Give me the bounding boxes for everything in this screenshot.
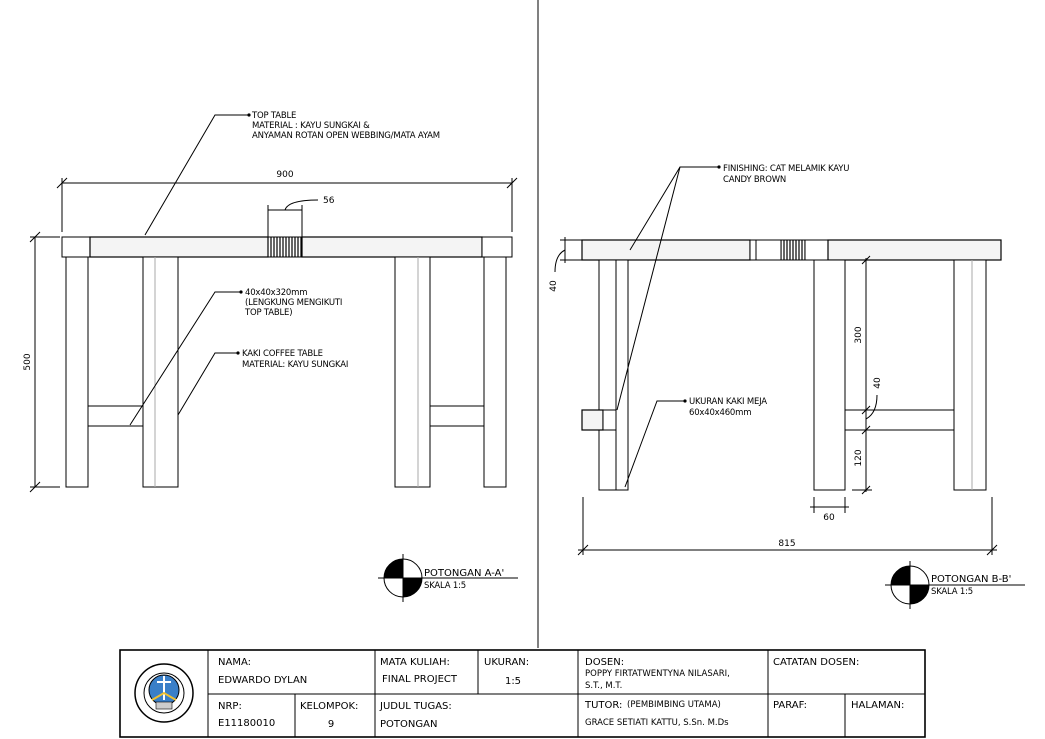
- table-leg: [483, 256, 507, 488]
- drawing-label: 40: [873, 377, 883, 389]
- table-leg: [394, 256, 431, 488]
- drawing-label: CANDY BROWN: [723, 175, 786, 185]
- table-leg: [65, 256, 89, 488]
- drawing-label: 120: [854, 449, 864, 466]
- dimension-60: 60: [810, 497, 849, 523]
- section-marker-a: POTONGAN A-A' SKALA 1:5: [378, 554, 518, 602]
- drawing-label: FINAL PROJECT: [382, 674, 458, 685]
- rattan-webbing: [267, 236, 303, 258]
- drawing-label: POPPY FIRTATWENTYNA NILASARI,: [585, 669, 730, 679]
- drawing-label: (LENGKUNG MENGIKUTI: [245, 298, 342, 308]
- note-finishing: FINISHING: CAT MELAMIK KAYU CANDY BROWN: [616, 164, 849, 411]
- note-leg: KAKI COFFEE TABLE MATERIAL: KAYU SUNGKAI: [177, 349, 348, 416]
- drawing-label: 40x40x320mm: [245, 288, 307, 298]
- drawing-label: DOSEN:: [585, 657, 624, 668]
- drawing-label: POTONGAN B-B': [931, 574, 1011, 585]
- drawing-label: 815: [778, 539, 795, 549]
- drawing-label: TOP TABLE): [244, 308, 292, 318]
- drawing-label: 60: [823, 513, 835, 523]
- drawing-label: EDWARDO DYLAN: [218, 675, 307, 686]
- dimension-top-40: 40: [549, 237, 582, 292]
- drawing-label: MATA KULIAH:: [380, 657, 450, 668]
- drawing-label: 60x40x460mm: [689, 408, 751, 418]
- drawing-label: MATERIAL: KAYU SUNGKAI: [242, 360, 348, 370]
- drawing-label: KELOMPOK:: [300, 701, 358, 712]
- drawing-label: TOP TABLE: [251, 111, 296, 121]
- drawing-label: ANYAMAN ROTAN OPEN WEBBING/MATA AYAM: [252, 131, 440, 141]
- table-leg: [142, 256, 179, 488]
- dimension-900: 900: [56, 170, 518, 232]
- section-b-drawing: 40 300 40 120 60 815: [549, 164, 1025, 609]
- top-table-panel: [301, 236, 483, 258]
- note-leg-size: UKURAN KAKI MEJA 60x40x460mm: [624, 397, 768, 488]
- university-logo: [134, 663, 194, 723]
- note-top-table: TOP TABLE MATERIAL : KAYU SUNGKAI & ANYA…: [144, 111, 440, 236]
- drawing-label: POTONGAN: [380, 719, 437, 730]
- dimension-56: 56: [267, 196, 335, 237]
- leg-rail: [429, 405, 485, 427]
- drawing-label: S.T., M.T.: [585, 681, 622, 691]
- dimension-815: 815: [577, 497, 998, 556]
- section-marker-b: POTONGAN B-B' SKALA 1:5: [885, 561, 1025, 609]
- drawing-label: 900: [276, 170, 293, 180]
- drawing-label: POTONGAN A-A': [424, 568, 504, 579]
- top-gap: [804, 239, 829, 261]
- drawing-label: E11180010: [218, 718, 275, 729]
- rattan-webbing: [780, 239, 806, 261]
- drawing-label: GRACE SETIATI KATTU, S.Sn. M.Ds: [585, 718, 729, 728]
- top-gap: [749, 239, 782, 261]
- rail-end: [581, 409, 604, 431]
- drawing-label: SKALA 1:5: [931, 587, 973, 597]
- drawing-label: FINISHING: CAT MELAMIK KAYU: [723, 164, 849, 174]
- drawing-label: UKURAN KAKI MEJA: [689, 397, 767, 407]
- table-leg: [953, 259, 987, 491]
- top-table-panel: [581, 239, 751, 261]
- title-block: NAMA: EDWARDO DYLAN MATA KULIAH: FINAL P…: [119, 649, 926, 738]
- drawing-label: 40: [549, 280, 559, 292]
- drawing-label: (PEMBIMBING UTAMA): [627, 700, 721, 710]
- drawing-label: NRP:: [218, 701, 242, 712]
- drawing-label: SKALA 1:5: [424, 581, 466, 591]
- top-end-cap: [481, 236, 513, 258]
- table-leg: [813, 259, 846, 491]
- drawing-label: MATERIAL : KAYU SUNGKAI &: [252, 121, 370, 131]
- note-rail: 40x40x320mm (LENGKUNG MENGIKUTI TOP TABL…: [129, 288, 342, 426]
- drawing-label: 56: [323, 196, 335, 206]
- top-table-panel: [89, 236, 269, 258]
- top-end-cap: [61, 236, 91, 258]
- table-leg: [598, 259, 629, 491]
- dimension-500: 500: [23, 231, 60, 493]
- drawing-label: TUTOR:: [584, 700, 622, 711]
- drawing-label: JUDUL TUGAS:: [379, 701, 452, 712]
- leg-rail: [87, 405, 144, 427]
- drawing-label: CATATAN DOSEN:: [773, 657, 859, 668]
- drawing-label: 300: [854, 326, 864, 343]
- drawing-label: HALAMAN:: [851, 700, 904, 711]
- dimension-300: 300 40 120: [852, 255, 883, 495]
- drawing-label: UKURAN:: [484, 657, 529, 668]
- drawing-label: KAKI COFFEE TABLE: [242, 349, 323, 359]
- drawing-label: PARAF:: [773, 700, 807, 711]
- top-table-panel: [827, 239, 1002, 261]
- drawing-label: 500: [23, 353, 33, 370]
- drawing-label: 1:5: [505, 676, 521, 687]
- leg-rail: [844, 409, 955, 431]
- drawing-label: 9: [328, 719, 334, 730]
- drawing-label: NAMA:: [218, 657, 251, 668]
- section-a-drawing: 900 56 500: [23, 111, 518, 602]
